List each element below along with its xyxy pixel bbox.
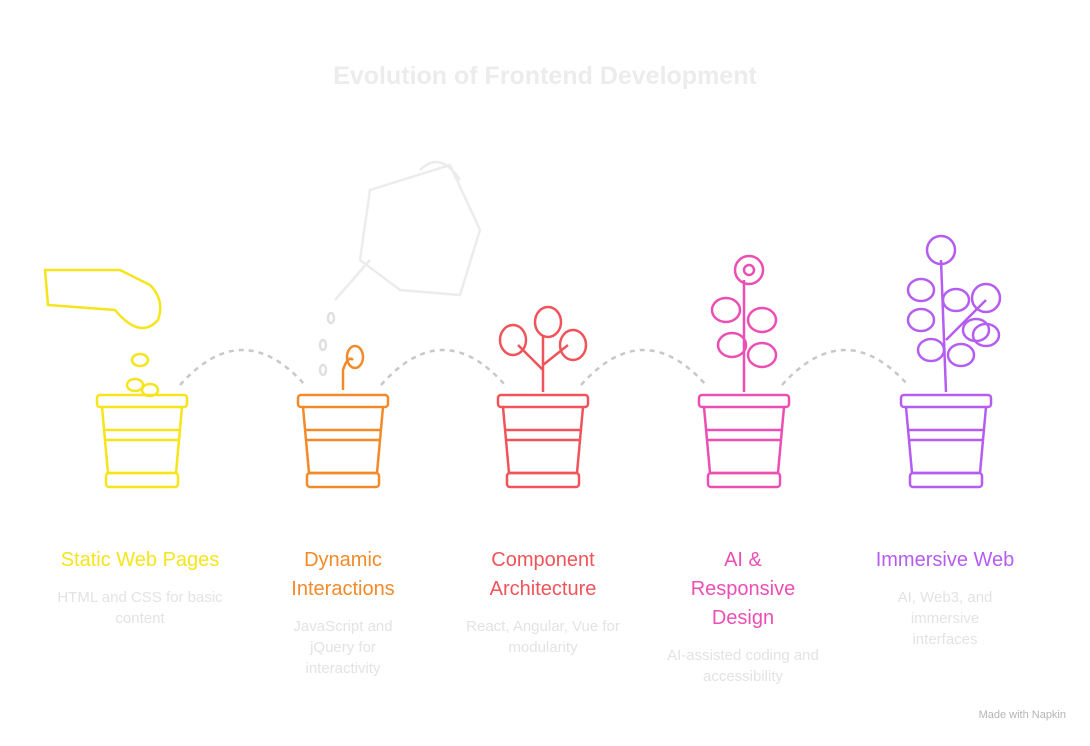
stage-5: Immersive Web AI, Web3, and immersive in… [855, 546, 1035, 650]
stage-4: AI & Responsive Design AI-assisted codin… [653, 546, 833, 687]
watering-can-icon [334, 160, 482, 301]
dashed-connector [380, 348, 506, 386]
hand-icon [43, 268, 162, 398]
stage-label: Static Web Pages [60, 549, 220, 571]
stage-2: Dynamic Interactions JavaScript and jQue… [253, 546, 433, 679]
made-with-napkin-footer: Made with Napkin [978, 709, 1066, 721]
stage-label: AI & Responsive Design [690, 549, 796, 629]
dashed-connector [781, 348, 909, 386]
stage-description: AI, Web3, and immersive interfaces [897, 589, 993, 648]
stage-description: React, Angular, Vue for modularity [466, 618, 620, 656]
stage-label: Dynamic Interactions [291, 549, 395, 600]
stage-label: Immersive Web [875, 549, 1015, 571]
plant-pot-icon [296, 311, 390, 489]
plant-pot-icon [899, 234, 1002, 489]
stage-description: JavaScript and jQuery for interactivity [293, 618, 393, 677]
plant-pot-icon [496, 305, 590, 489]
diagram-title: Evolution of Frontend Development [333, 62, 757, 90]
stage-3: Component Architecture React, Angular, V… [453, 546, 633, 658]
stage-1: Static Web Pages HTML and CSS for basic … [50, 546, 230, 629]
plant-pot-icon [697, 254, 791, 489]
plant-pot-icon [95, 393, 189, 489]
dashed-connector [179, 348, 306, 386]
stage-description: HTML and CSS for basic content [57, 589, 223, 627]
stage-label: Component Architecture [489, 549, 597, 600]
dashed-connector [580, 348, 707, 386]
stage-description: AI-assisted coding and accessibility [667, 647, 819, 685]
